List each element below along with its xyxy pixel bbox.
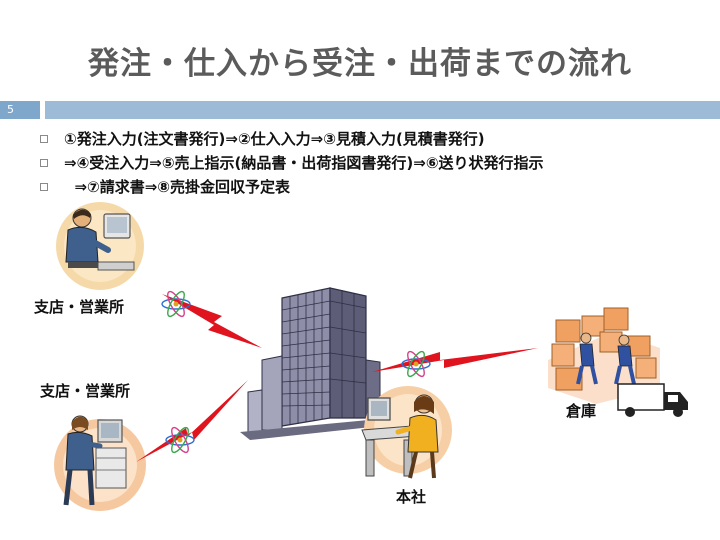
headquarters-building-illustration [240,287,400,440]
bullet-square-icon [40,135,48,143]
branch-office-bottom-illustration [54,415,146,511]
bullet-square-icon [40,159,48,167]
branch-office-top-label: 支店・営業所 [34,298,125,316]
head-office-illustration [361,386,452,479]
branch-office-bottom-label: 支店・営業所 [40,382,131,400]
bullet-text: ①発注入力(注文書発行)⇒②仕入入力⇒③見積入力(見積書発行) [64,130,485,148]
bullet-text: ⇒⑦請求書⇒⑧売掛金回収予定表 [64,178,290,196]
warehouse-label: 倉庫 [566,402,597,420]
bullet-text: ⇒④受注入力⇒⑤売上指示(納品書・出荷指図書発行)⇒⑥送り状発行指示 [64,154,544,172]
page-number: 5 [0,101,40,119]
slide-title: 発注・仕入から受注・出荷までの流れ [88,46,632,82]
lightning-bolt-icon [136,380,248,462]
header-bar [45,101,720,119]
head-office-label: 本社 [396,488,427,506]
bullet-square-icon [40,183,48,191]
warehouse-illustration [548,307,688,417]
branch-office-top-illustration [56,202,144,290]
lightning-bolt-icon [372,348,538,372]
